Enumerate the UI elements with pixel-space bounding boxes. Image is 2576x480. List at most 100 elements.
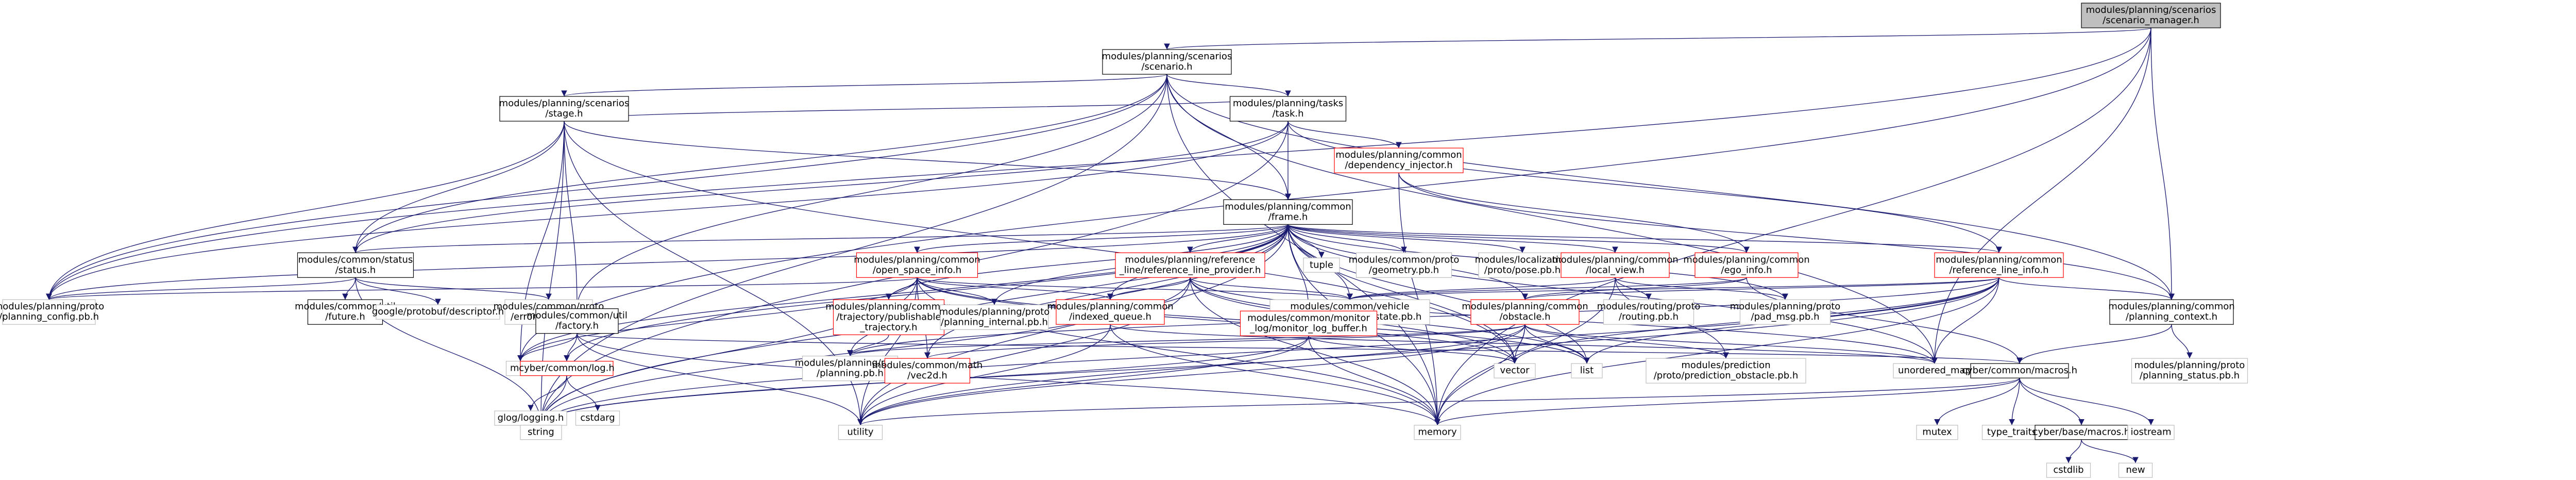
edge-scenario-to-stage <box>561 74 1167 97</box>
node-frame[interactable]: modules/planning/common/frame.h <box>1223 199 1353 225</box>
node-box-vec2d <box>884 358 971 384</box>
node-vector[interactable]: vector <box>1494 363 1536 378</box>
node-mutex[interactable]: mutex <box>1916 425 1958 440</box>
node-pad_msg[interactable]: modules/planning/proto/pad_msg.pb.h <box>1730 299 1841 325</box>
node-scenario[interactable]: modules/planning/scenarios/scenario.h <box>1102 49 1232 75</box>
node-utility[interactable]: utility <box>838 425 883 440</box>
node-label-ego_info-1: /ego_info.h <box>1721 264 1772 275</box>
node-routing[interactable]: modules/routing/proto/routing.pb.h <box>1597 299 1701 325</box>
node-box-tuple <box>1303 257 1340 273</box>
node-factory[interactable]: modules/common/util/factory.h <box>527 308 628 334</box>
edge-status-to-future <box>342 277 356 300</box>
node-planning_status[interactable]: modules/planning/proto/planning_status.p… <box>2131 358 2248 384</box>
node-iostream[interactable]: iostream <box>2127 425 2175 440</box>
node-planning_config[interactable]: modules/planning/proto/planning_config.p… <box>0 299 104 325</box>
node-planning_internal[interactable]: modules/planning/proto/planning_internal… <box>939 304 1050 330</box>
edge-root-to-map <box>517 27 2151 361</box>
node-local_view[interactable]: modules/planning/common/local_view.h <box>1552 252 1679 278</box>
dependency-nodes: modules/planning/scenarios/scenario_mana… <box>0 3 2248 478</box>
node-dep_injector[interactable]: modules/planning/common/dependency_injec… <box>1334 147 1464 173</box>
node-box-list <box>1571 363 1603 378</box>
node-log_buffer[interactable]: modules/common/monitor_log/monitor_log_b… <box>1240 310 1378 336</box>
node-box-string <box>520 425 562 440</box>
node-label-task-1: /task.h <box>1272 108 1303 119</box>
node-string[interactable]: string <box>520 425 562 440</box>
node-ref_line_provider[interactable]: modules/planning/reference_line/referenc… <box>1115 252 1265 278</box>
node-macros[interactable]: cyber/common/macros.h <box>1962 363 2077 378</box>
edge-factory-to-macros <box>577 333 2022 364</box>
node-log[interactable]: cyber/common/log.h <box>519 360 615 376</box>
node-label-status-0: modules/common/status <box>298 254 413 265</box>
edge-macros-to-memory <box>1434 377 2020 425</box>
edge-scenario-to-frame <box>1166 74 1291 200</box>
node-box-dep_injector <box>1334 147 1464 173</box>
edge-stage-to-task <box>564 96 1291 122</box>
edge-scenario-to-memory <box>1166 74 1440 425</box>
edge-ego_info-to-obstacle <box>1522 277 1747 300</box>
node-cstdlib[interactable]: cstdlib <box>2046 462 2091 478</box>
edge-macros-to-iostream <box>2019 378 2154 425</box>
node-task[interactable]: modules/planning/tasks/task.h <box>1229 96 1347 122</box>
node-label-planning_config-1: /planning_config.pb.h <box>0 311 99 322</box>
node-publishable_traj[interactable]: modules/planning/common/trajectory/publi… <box>825 299 952 335</box>
node-label-root-1: /scenario_manager.h <box>2103 15 2199 26</box>
node-open_space[interactable]: modules/planning/common/open_space_info.… <box>854 252 980 278</box>
node-glog[interactable]: glog/logging.h <box>494 410 567 426</box>
node-box-factory <box>535 308 619 334</box>
edge-macros-to-mutex <box>1934 378 2020 425</box>
edge-ref_line_info-to-obstacle <box>1522 277 1999 300</box>
node-box-planning_internal <box>940 304 1049 330</box>
node-label-frame-0: modules/planning/common <box>1225 201 1351 212</box>
edge-indexed_queue-to-unordered_map <box>1110 324 1938 364</box>
node-indexed_queue[interactable]: modules/planning/common/indexed_queue.h <box>1047 299 1174 325</box>
node-label-status-1: /status.h <box>335 264 376 275</box>
edge-frame-to-ego_info <box>1287 224 1750 253</box>
edge-root-to-planning_context <box>2150 27 2175 300</box>
node-new[interactable]: new <box>2118 462 2153 478</box>
node-planning_pb[interactable]: modules/planning/proto/planning.pb.h <box>795 355 906 382</box>
edge-task-to-ref_line_info <box>1287 121 2002 253</box>
edge-ref_line_info-to-string <box>538 277 1999 425</box>
edge-log_buffer-to-utility <box>857 336 1309 425</box>
node-future[interactable]: modules/common/util/future.h <box>295 299 396 325</box>
node-label-obstacle-0: modules/planning/common <box>1462 301 1588 312</box>
edge-obstacle-to-prediction_obstacle <box>1524 324 1729 359</box>
node-geometry[interactable]: modules/common/proto/geometry.pb.h <box>1349 252 1460 278</box>
node-type_traits[interactable]: type_traits <box>1981 425 2042 440</box>
edge-macros-to-base_macros <box>2019 378 2084 425</box>
node-cstdarg[interactable]: cstdarg <box>575 410 620 426</box>
node-planning_context[interactable]: modules/planning/common/planning_context… <box>2108 299 2235 325</box>
edge-stage-to-string <box>538 121 565 425</box>
edge-frame-to-pose <box>1287 224 1526 253</box>
node-stage[interactable]: modules/planning/scenarios/stage.h <box>499 96 630 122</box>
node-label-pad_msg-0: modules/planning/proto <box>1730 301 1841 312</box>
node-ego_info[interactable]: modules/planning/common/ego_info.h <box>1683 252 1810 278</box>
node-box-future <box>307 299 383 325</box>
node-status[interactable]: modules/common/status/status.h <box>297 252 414 278</box>
node-tuple[interactable]: tuple <box>1303 257 1340 273</box>
node-label-factory-1: /factory.h <box>555 321 599 332</box>
node-box-mutex <box>1916 425 1958 440</box>
edge-dep_injector-to-ego_info <box>1398 173 1750 253</box>
edge-scenario-to-status <box>352 74 1167 253</box>
node-unordered_map[interactable]: unordered_map <box>1893 363 1976 378</box>
edge-open_space-to-vehicle_state <box>917 277 1353 300</box>
node-label-cstdlib-0: cstdlib <box>2053 465 2083 475</box>
node-descriptor[interactable]: google/protobuf/descriptor.h <box>372 304 504 320</box>
node-label-ref_line_provider-1: _line/reference_line_provider.h <box>1119 264 1261 275</box>
node-memory[interactable]: memory <box>1414 425 1461 440</box>
node-ref_line_info[interactable]: modules/planning/common/reference_line_i… <box>1934 252 2064 278</box>
node-label-frame-1: /frame.h <box>1268 211 1308 222</box>
edge-stage-to-frame <box>564 121 1291 200</box>
node-label-geometry-1: /geometry.pb.h <box>1369 264 1439 275</box>
node-vec2d[interactable]: modules/common/math/vec2d.h <box>872 358 982 384</box>
edge-status-to-descriptor <box>355 277 441 305</box>
node-box-unordered_map <box>1893 363 1976 378</box>
node-base_macros[interactable]: cyber/base/macros.h <box>2033 425 2130 440</box>
edge-frame-to-open_space <box>914 224 1289 253</box>
node-label-mutex-0: mutex <box>1922 427 1952 438</box>
node-prediction_obstacle[interactable]: modules/prediction/proto/prediction_obst… <box>1646 358 1806 384</box>
node-list[interactable]: list <box>1571 363 1603 378</box>
node-obstacle[interactable]: modules/planning/common/obstacle.h <box>1462 299 1588 325</box>
node-label-root-0: modules/planning/scenarios <box>2086 5 2216 15</box>
